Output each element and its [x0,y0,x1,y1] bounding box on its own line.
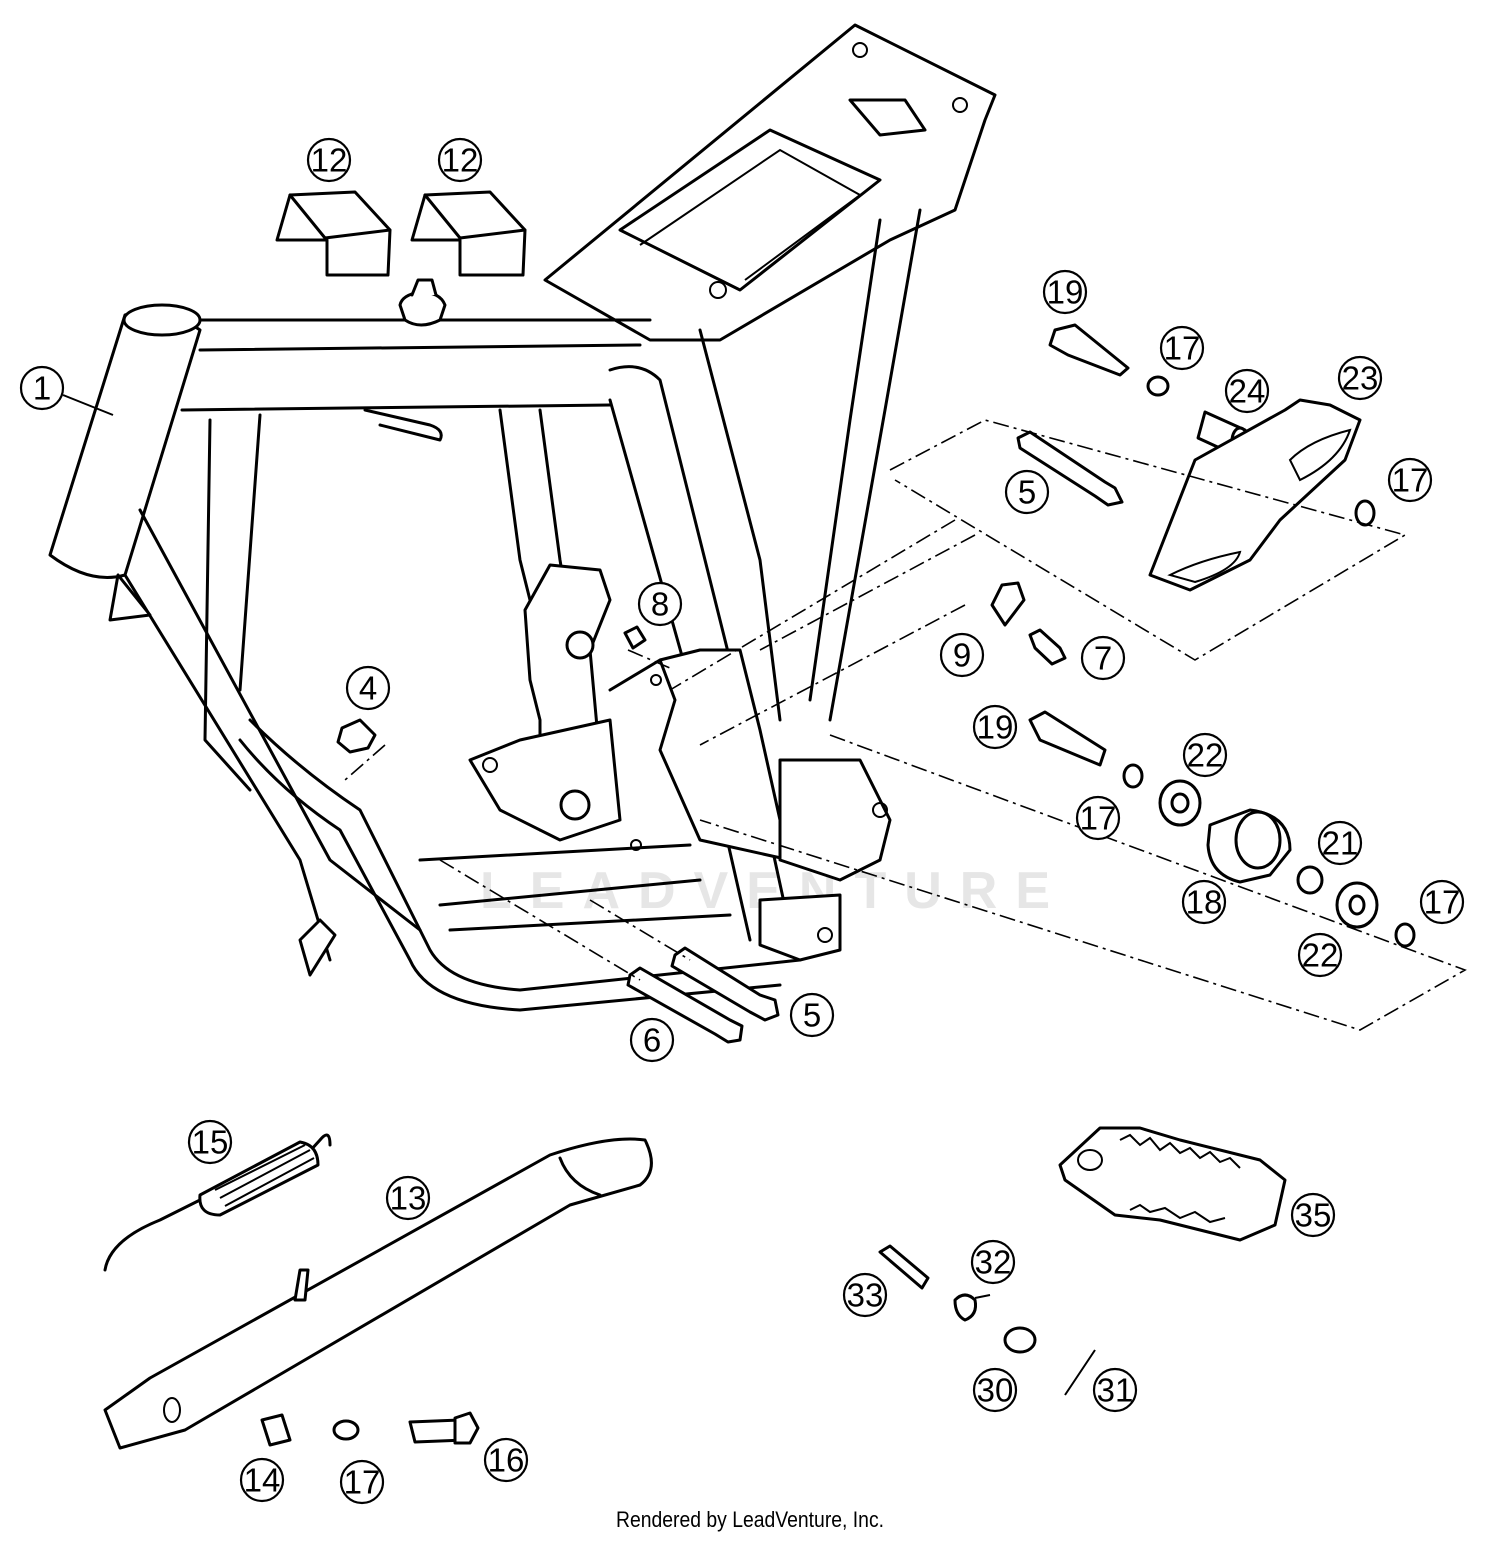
callout-17-bracket: 17 [1387,457,1433,503]
callout-5-bottom: 5 [789,992,835,1038]
svg-text:5: 5 [803,997,821,1034]
callout-8: 8 [637,581,683,627]
svg-text:14: 14 [244,1462,281,1499]
callout-4: 4 [345,665,391,711]
callout-1: 1 [19,365,65,411]
callout-30: 30 [972,1367,1018,1413]
callout-16: 16 [483,1437,529,1483]
svg-text:13: 13 [390,1180,427,1217]
rubber-pad-left [275,190,392,277]
svg-text:8: 8 [651,586,669,623]
rubber-pad-right [410,190,527,277]
callout-35: 35 [1290,1192,1336,1238]
callout-13: 13 [385,1175,431,1221]
svg-text:22: 22 [1187,737,1224,774]
svg-text:32: 32 [975,1244,1012,1281]
svg-text:18: 18 [1186,884,1223,921]
svg-text:6: 6 [643,1022,661,1059]
svg-text:7: 7 [1094,640,1112,677]
svg-text:5: 5 [1018,474,1036,511]
shock-mount-hardware [336,323,1416,1044]
leader-lines [344,419,1467,1031]
callout-24: 24 [1224,368,1270,414]
svg-text:22: 22 [1302,937,1339,974]
callout-18: 18 [1181,879,1227,925]
svg-text:21: 21 [1322,825,1359,862]
svg-text:12: 12 [442,142,479,179]
svg-text:35: 35 [1295,1197,1332,1234]
svg-text:17: 17 [1164,330,1201,367]
svg-text:24: 24 [1229,373,1266,410]
callout-17-top: 17 [1159,325,1205,371]
callout-22-lower: 22 [1297,932,1343,978]
callout-31: 31 [1092,1367,1138,1413]
callout-32: 32 [970,1239,1016,1285]
callout-17-lower: 17 [1419,879,1465,925]
callout-5-top: 5 [1004,469,1050,515]
svg-text:17: 17 [1392,462,1429,499]
callout-23: 23 [1337,355,1383,401]
svg-text:12: 12 [311,142,348,179]
svg-text:16: 16 [488,1442,525,1479]
frame [48,23,997,1012]
callout-7: 7 [1080,635,1126,681]
callout-12-left: 12 [306,137,352,183]
svg-text:19: 19 [977,709,1014,746]
callout-14: 14 [239,1457,285,1503]
callout-12-right: 12 [437,137,483,183]
svg-text:4: 4 [359,670,377,707]
svg-text:9: 9 [953,637,971,674]
footer-credit: Rendered by LeadVenture, Inc. [615,1507,885,1532]
callout-15: 15 [187,1119,233,1165]
footpeg-parts [878,1126,1287,1396]
callout-9: 9 [939,632,985,678]
callout-17-bottom: 17 [339,1459,385,1505]
side-stand-parts [103,1133,653,1450]
callout-6: 6 [629,1017,675,1063]
svg-text:1: 1 [33,370,51,407]
svg-text:23: 23 [1342,360,1379,397]
callout-19-mid: 19 [972,704,1018,750]
callout-33: 33 [842,1272,888,1318]
callout-22-upper: 22 [1182,732,1228,778]
svg-text:17: 17 [1080,800,1117,837]
callout-19-top: 19 [1042,269,1088,315]
svg-text:15: 15 [192,1124,229,1161]
svg-text:17: 17 [344,1464,381,1501]
callout-21: 21 [1317,820,1363,866]
svg-text:31: 31 [1097,1372,1134,1409]
svg-text:33: 33 [847,1277,884,1314]
callout-17-mid: 17 [1075,795,1121,841]
svg-text:30: 30 [977,1372,1014,1409]
svg-text:17: 17 [1424,884,1461,921]
svg-text:19: 19 [1047,274,1084,311]
